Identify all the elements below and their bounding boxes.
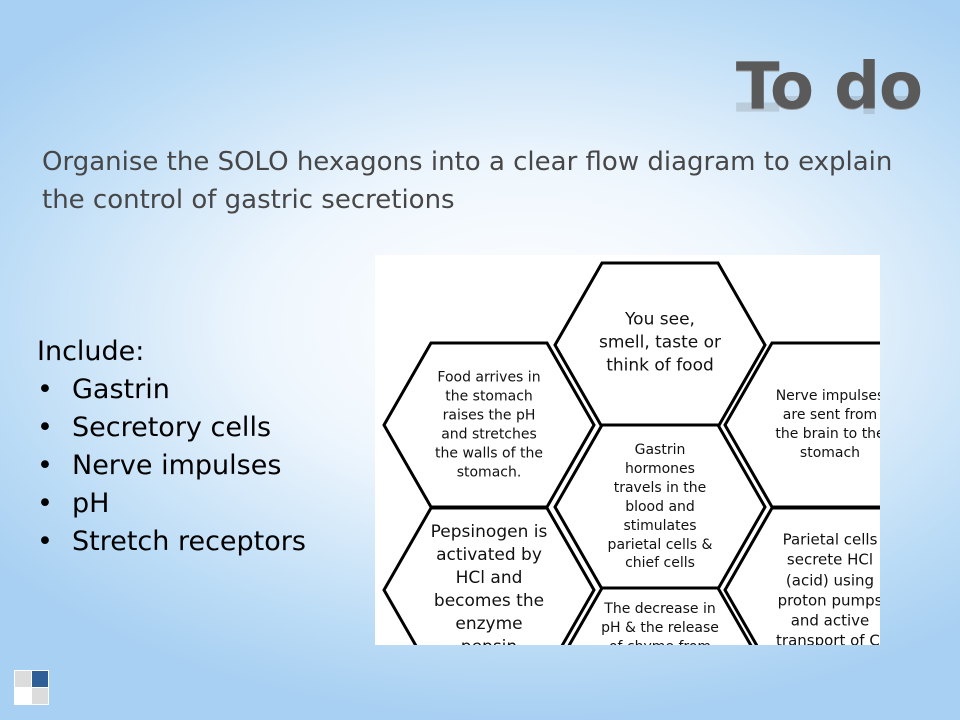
hexagon-text-line: Pepsinogen is <box>430 522 548 543</box>
hexagon-text-line: pH & the release <box>601 619 719 636</box>
hexagon-text: Food arrives in the stomach raises the pH a… <box>435 368 543 481</box>
hexagon-text-line: the stomach <box>445 388 533 405</box>
hexagon-text-line: becomes the <box>433 591 545 611</box>
hexagon-text-line: secrete HCl <box>786 550 874 569</box>
slide-title: To do <box>735 50 923 124</box>
include-item: Stretch receptors <box>37 523 306 561</box>
slide-title-reflection: To do <box>736 96 922 118</box>
hexagon-grid <box>382 261 880 645</box>
slide-logo <box>14 670 49 705</box>
hexagon-text-line: travels in the <box>613 479 707 496</box>
hexagon-text-line: of chyme from <box>601 638 719 645</box>
hexagon-text-line: (acid) using <box>785 570 875 589</box>
include-item: Gastrin <box>37 371 306 409</box>
hexagon-text-line: parietal cells & <box>607 536 713 553</box>
hexagon-text-line: enzyme <box>455 613 523 634</box>
hexagon-text-line: smell, taste or <box>599 332 721 353</box>
hexagon <box>723 341 880 509</box>
hexagon-text-line: Parietal cells <box>782 530 878 549</box>
include-item: Nerve impulses <box>37 447 306 485</box>
hexagon <box>567 586 753 645</box>
hexagon-text-line: The decrease in <box>604 601 716 617</box>
include-list: Include: Gastrin Secretory cells Nerve i… <box>37 333 306 561</box>
hexagon-text-line: are sent from <box>782 407 878 424</box>
hexagon-text-line: Nerve impulses <box>775 388 880 405</box>
hexagon-text-line: proton pumps <box>777 591 880 609</box>
hexagon <box>382 506 596 645</box>
hexagon-text-line: blood and <box>625 498 695 515</box>
hexagon-text-line: stomach <box>799 444 861 461</box>
hexagon-text-line: chief cells <box>625 555 695 572</box>
include-heading: Include: <box>37 336 145 367</box>
hexagon-text-line: Gastrin <box>634 441 686 458</box>
hexagon-text-line: You see, <box>625 309 695 330</box>
hexagon-text-line: and active <box>790 611 870 630</box>
hexagon-text-line: Food arrives in <box>437 369 541 386</box>
hexagon-text-line: think of food <box>606 355 714 376</box>
hexagon-text-line: the walls of the <box>435 444 543 461</box>
hexagon-text-line: pepsin <box>431 636 548 645</box>
hexagon-text-line: HCl and <box>455 568 523 589</box>
hexagon-text: The decrease in pH & the release of chyme … <box>601 600 719 645</box>
hexagon-text: Nerve impulses are sent from the brain to … <box>775 387 880 463</box>
hexagon-text-line: activated by <box>436 545 542 566</box>
hexagon-text-line: hormones <box>625 460 695 477</box>
hexagon-text-line: the brain to the <box>775 426 880 442</box>
hexagon-text-line: stomach. <box>456 463 522 480</box>
hexagon-text-line: stimulates <box>623 517 697 534</box>
include-item: Secretory cells <box>37 409 306 447</box>
hexagon-text-line: transport of Cl <box>776 631 880 646</box>
slide-subtitle: Organise the SOLO hexagons into a clear … <box>42 147 893 215</box>
hexagon-text-line: raises the pH <box>442 407 536 424</box>
include-item: pH <box>37 485 306 523</box>
hexagon-text: Gastrin hormones travels in the blood and st… <box>608 441 713 573</box>
hexagon-text-line: and stretches <box>441 426 537 442</box>
hexagon <box>723 506 880 645</box>
